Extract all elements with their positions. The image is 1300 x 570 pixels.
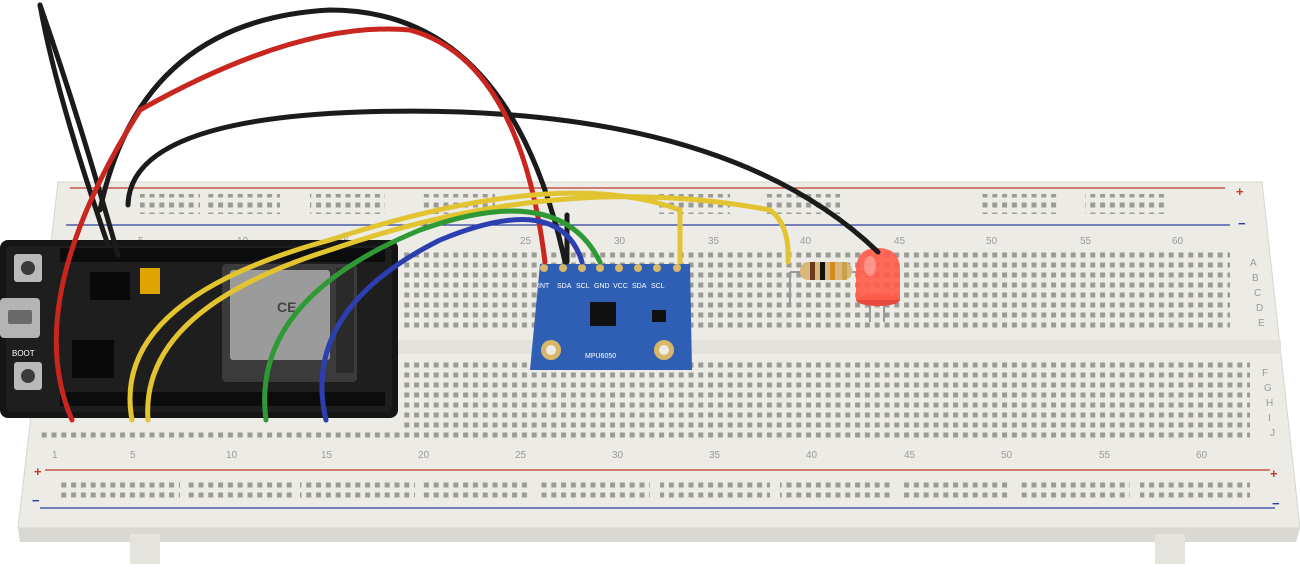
row-letter: C [1254,288,1261,299]
column-number: 60 [1172,236,1184,247]
column-numbers-bottom: 1 5 10 15 20 25 30 35 40 45 50 55 60 [52,450,1208,461]
sensor-pin-header [540,264,681,272]
column-number: 50 [986,236,998,247]
row-letter: A [1250,258,1257,269]
column-number: 35 [709,450,721,461]
column-number: 45 [904,450,916,461]
capacitor-icon [140,268,160,294]
black-wire [37,2,111,248]
red-wire [53,26,548,423]
boot-label: BOOT [12,349,35,358]
breadboard-foot [1155,534,1185,564]
pin-label: GND [594,283,610,290]
column-number: 55 [1080,236,1092,247]
row-letter: H [1266,398,1273,409]
column-number: 15 [321,450,333,461]
pin-header-bottom [60,392,385,406]
regulator-chip [90,272,130,300]
usb-serial-chip [72,340,114,378]
red-led-icon [856,248,900,322]
row-letters: A B C D E F G H I J [1250,258,1275,439]
breadboard-foot [130,534,160,564]
black-wire [37,2,121,258]
column-number: 10 [226,450,238,461]
bottom-terminal-strip [400,362,1250,440]
rail-minus-sign: − [32,493,40,508]
column-number: 5 [130,450,136,461]
yellow-wire [145,194,791,423]
row-letter: F [1262,368,1268,379]
column-number: 25 [520,236,532,247]
antenna-area [336,268,354,373]
column-number: 30 [614,236,626,247]
pin-label: SCL [651,283,665,290]
pin-label: INT [538,283,550,290]
green-wire [262,208,603,423]
blue-wire [319,217,585,423]
module-shield [230,270,330,360]
pin-label: VCC [613,283,628,290]
sensor-module: INT SDA SCL GND VCC SDA SCL MPU6050 [530,264,692,370]
rail-plus-sign: + [1270,466,1278,481]
column-number: 55 [1099,450,1111,461]
column-number: 35 [708,236,720,247]
column-number: 45 [894,236,906,247]
row-letter: I [1268,413,1271,424]
pin-label: SCL [576,283,590,290]
column-number: 1 [52,450,58,461]
rail-minus-sign: − [1238,216,1246,231]
bottom-power-rail [40,469,1275,509]
black-wire [97,7,568,265]
column-number: 50 [1001,450,1013,461]
column-number: 20 [418,450,430,461]
row-letter: J [1270,428,1275,439]
sensor-chip [590,302,616,326]
row-letter: B [1252,273,1259,284]
wires [37,2,881,423]
column-number: 60 [1196,450,1208,461]
top-terminal-strip [400,250,1230,328]
rail-plus-sign: + [1236,184,1244,199]
reset-button-cap [21,261,35,275]
resistor-icon [789,262,866,305]
black-wire [125,108,881,255]
pin-label: SDA [632,283,647,290]
boot-button-cap [21,369,35,383]
rail-plus-sign: + [34,464,42,479]
ce-mark: CE [277,299,296,315]
column-number: 30 [612,450,624,461]
column-number: 25 [515,450,527,461]
row-letter: D [1256,303,1263,314]
row-letter: E [1258,318,1265,329]
rail-minus-sign: − [1272,496,1280,511]
board-label: MPU6050 [585,353,616,360]
column-number: 40 [800,236,812,247]
row-letter: G [1264,383,1272,394]
pin-label: SDA [557,283,572,290]
column-number: 40 [806,450,818,461]
